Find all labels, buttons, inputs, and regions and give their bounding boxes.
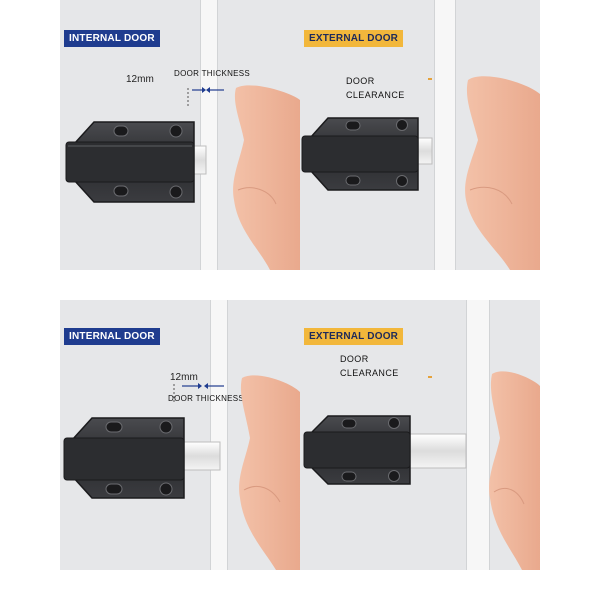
external-door-badge: EXTERNAL DOOR — [304, 30, 404, 47]
finger-hand-icon — [239, 375, 300, 570]
door-clearance-line1: DOOR — [346, 76, 375, 86]
panel-internal-bottom: INTERNAL DOOR 12mm DOOR THICKNESS — [60, 300, 300, 570]
door-clearance-line2: CLEARANCE — [346, 90, 405, 100]
internal-door-badge: INTERNAL DOOR — [64, 30, 160, 47]
door-panel — [210, 300, 228, 570]
clearance-marker — [428, 78, 432, 80]
panel-external-top: EXTERNAL DOOR DOOR CLEARANCE — [300, 0, 540, 270]
door-panel — [434, 0, 456, 270]
thickness-arrows — [187, 87, 224, 106]
door-clearance-line1: DOOR — [340, 354, 369, 364]
internal-door-badge: INTERNAL DOOR — [64, 328, 160, 345]
push-latch-icon — [63, 417, 221, 499]
clearance-marker — [428, 376, 432, 378]
panel-internal-top: INTERNAL DOOR 12mm DOOR THICKNESS — [60, 0, 300, 270]
finger-hand-icon — [233, 85, 300, 270]
panel-external-bottom: EXTERNAL DOOR DOOR CLEARANCE — [300, 300, 540, 570]
door-panel — [466, 300, 490, 570]
push-latch-icon — [301, 117, 433, 191]
push-latch-icon — [65, 121, 207, 203]
push-latch-icon — [303, 415, 467, 485]
measure-label: 12mm — [126, 74, 154, 85]
finger-hand-icon — [489, 371, 540, 570]
measure-label: 12mm — [170, 372, 198, 383]
thickness-arrows — [173, 383, 224, 402]
door-clearance-label: DOOR CLEARANCE — [346, 74, 405, 102]
finger-hand-icon — [465, 76, 540, 270]
external-door-badge: EXTERNAL DOOR — [304, 328, 404, 345]
door-clearance-line2: CLEARANCE — [340, 368, 399, 378]
door-clearance-label: DOOR CLEARANCE — [340, 352, 399, 380]
door-panel — [200, 0, 218, 270]
door-thickness-label: DOOR THICKNESS — [174, 69, 251, 78]
door-thickness-label: DOOR THICKNESS — [168, 394, 245, 403]
